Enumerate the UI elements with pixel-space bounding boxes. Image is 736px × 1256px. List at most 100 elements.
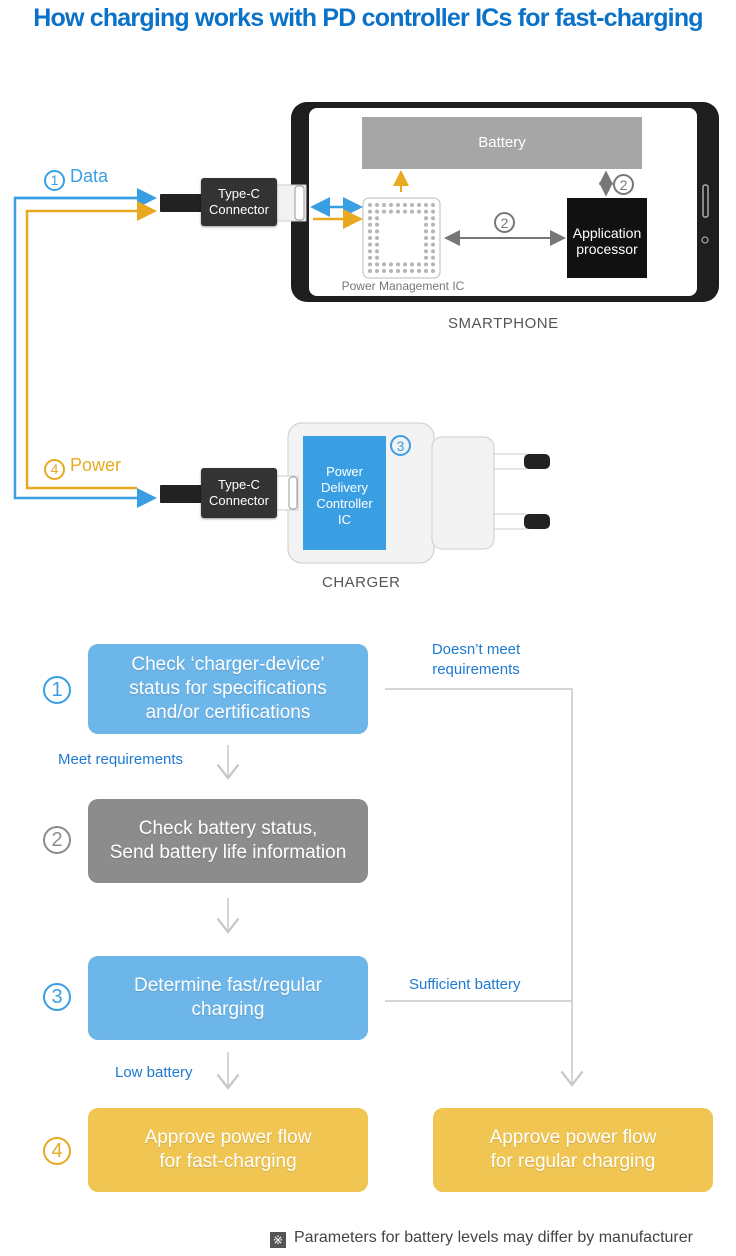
- chip-pin: [417, 269, 421, 273]
- flow-text-line: for regular charging: [490, 1151, 656, 1172]
- chip-pin: [382, 262, 386, 267]
- flow-text-line: for fast-charging: [159, 1151, 297, 1172]
- chip-pin: [368, 229, 372, 234]
- step-4-icon: 4: [44, 458, 65, 480]
- chip-pin: [396, 203, 400, 207]
- chip-pin: [403, 262, 407, 267]
- connector-line-2: Connector: [209, 493, 269, 508]
- chip-pin: [424, 269, 428, 273]
- flow-step-2-number: 2: [43, 826, 71, 854]
- chip-pin: [424, 236, 428, 240]
- chip-pin: [403, 209, 407, 214]
- chip-pin: [403, 269, 407, 273]
- flow-step-4-number: 4: [43, 1137, 71, 1165]
- chip-pin: [424, 255, 428, 260]
- flow-step-1-box: Check ‘charger-device’ status for specif…: [88, 644, 368, 734]
- pd-controller-label: Power Delivery Controller IC: [303, 464, 386, 528]
- connector-line-1: Type-C: [218, 186, 260, 201]
- chip-pin: [410, 262, 414, 267]
- chip-pin: [375, 222, 379, 227]
- chip-pin: [424, 216, 428, 221]
- charger-type-c-connector: Type-C Connector: [201, 468, 277, 518]
- power-label: 4 Power: [44, 455, 121, 480]
- data-line: [13, 196, 157, 508]
- chip-pin: [368, 222, 372, 227]
- chip-pin: [403, 203, 407, 207]
- chip-pin: [389, 209, 393, 214]
- chip-pin: [396, 269, 400, 273]
- flow-text-line: charging: [191, 999, 265, 1020]
- chip-pin: [382, 269, 386, 273]
- flow-step-3-box: Determine fast/regular charging: [88, 956, 368, 1040]
- chip-pin: [424, 209, 428, 214]
- chip-pin: [368, 262, 372, 267]
- chip-pin: [375, 269, 379, 273]
- chip-pin: [368, 216, 372, 221]
- chip-pin: [368, 249, 372, 254]
- flow-text-line: Send battery life information: [109, 842, 347, 863]
- chip-pin: [424, 203, 428, 207]
- chip-pin: [424, 242, 428, 247]
- flow-step-4-fast-box: Approve power flow for fast-charging: [88, 1108, 368, 1192]
- chip-pin: [410, 209, 414, 214]
- flow-text-line: Check battery status,: [138, 818, 318, 839]
- chip-pin: [431, 242, 435, 247]
- ap-line-2: processor: [576, 241, 638, 257]
- flow-text-line: Approve power flow: [144, 1127, 312, 1148]
- pd-line-1: Power: [326, 464, 363, 479]
- charger-label: CHARGER: [322, 574, 401, 591]
- chip-pin: [431, 209, 435, 214]
- chip-pin: [382, 203, 386, 207]
- chip-pin: [375, 255, 379, 260]
- chip-pin: [368, 236, 372, 240]
- power-label-text: Power: [70, 455, 122, 475]
- chip-pin: [375, 262, 379, 267]
- phone-type-c-connector: Type-C Connector: [201, 178, 277, 226]
- chip-pin: [431, 229, 435, 234]
- ap-line-1: Application: [572, 225, 642, 241]
- pd-controller-block: [303, 436, 386, 550]
- chip-pin: [382, 209, 386, 214]
- pmic-label: Power Management IC: [341, 279, 465, 293]
- chip-pin: [375, 229, 379, 234]
- data-label-text: Data: [70, 166, 109, 186]
- pmic-chip: [362, 197, 441, 279]
- doesnt-meet-label: Doesn’t meet requirements: [408, 640, 544, 680]
- chip-pin: [431, 203, 435, 207]
- flow-text-line: and/or certifications: [145, 702, 311, 723]
- chip-pin: [431, 216, 435, 221]
- footnote-text: Parameters for battery levels may differ…: [294, 1229, 693, 1246]
- footnote: ※ Parameters for battery levels may diffe…: [270, 1229, 693, 1248]
- chip-pin: [389, 269, 393, 273]
- chip-pin: [368, 269, 372, 273]
- flow-text-line: status for specifications: [129, 678, 327, 699]
- chip-pin: [410, 203, 414, 207]
- charger-cable-plug: [160, 485, 204, 503]
- chip-pin: [375, 236, 379, 240]
- phone-cable-plug: [160, 194, 204, 212]
- application-processor-block: [567, 198, 647, 278]
- chip-pin: [417, 203, 421, 207]
- flow-regular-charging-box: Approve power flow for regular charging: [433, 1108, 713, 1192]
- chip-pin: [389, 262, 393, 267]
- chip-pin: [375, 203, 379, 207]
- chip-pin: [396, 262, 400, 267]
- chip-pin: [368, 255, 372, 260]
- sufficient-battery-label: Sufficient battery: [409, 976, 521, 993]
- low-battery-label: Low battery: [115, 1064, 193, 1081]
- data-label: 1 Data: [44, 166, 108, 191]
- chip-pin: [368, 209, 372, 214]
- chip-pin: [375, 209, 379, 214]
- reference-mark-icon: ※: [270, 1232, 286, 1248]
- application-processor-label: Application processor: [567, 225, 647, 257]
- chip-pin: [431, 269, 435, 273]
- connector-line-1: Type-C: [218, 477, 260, 492]
- chip-pin: [431, 249, 435, 254]
- chip-pin: [431, 236, 435, 240]
- connector-line-2: Connector: [209, 202, 269, 217]
- chip-pin: [424, 262, 428, 267]
- flow-step-1-number: 1: [43, 676, 71, 704]
- chip-pin: [431, 255, 435, 260]
- chip-pin: [431, 222, 435, 227]
